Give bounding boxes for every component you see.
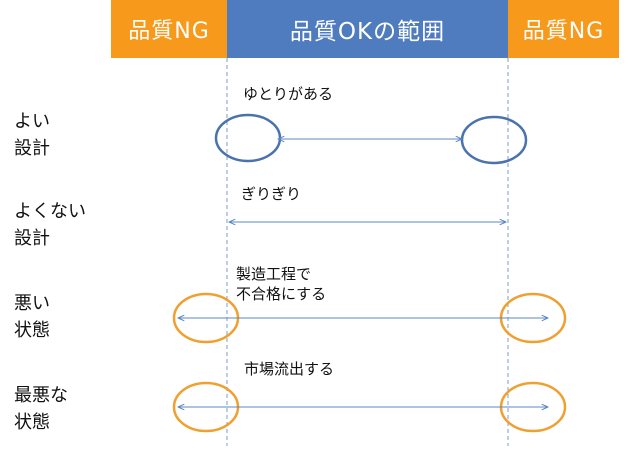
row-label-worst-state: 最悪な 状態 — [14, 385, 68, 433]
row-label-good-design: よい 設計 — [14, 111, 50, 159]
row-label-bad-state: 悪い 状態 — [14, 293, 50, 341]
note-has-margin: ゆとりがある — [243, 85, 334, 103]
note-rejected-in-process: 製造工程で 不合格にする — [236, 265, 327, 303]
row-label-poor-design: よくない 設計 — [14, 201, 86, 249]
good-design-low-circle — [214, 113, 282, 163]
note-leaked-to-market: 市場流出する — [244, 360, 335, 378]
quality-ok-range-band: 品質OKの範囲 — [227, 0, 508, 58]
good-design-high-circle — [460, 115, 528, 165]
quality-ng-left-band: 品質NG — [111, 0, 227, 58]
quality-ng-right-band: 品質NG — [508, 0, 619, 58]
note-borderline: ぎりぎり — [241, 185, 302, 203]
